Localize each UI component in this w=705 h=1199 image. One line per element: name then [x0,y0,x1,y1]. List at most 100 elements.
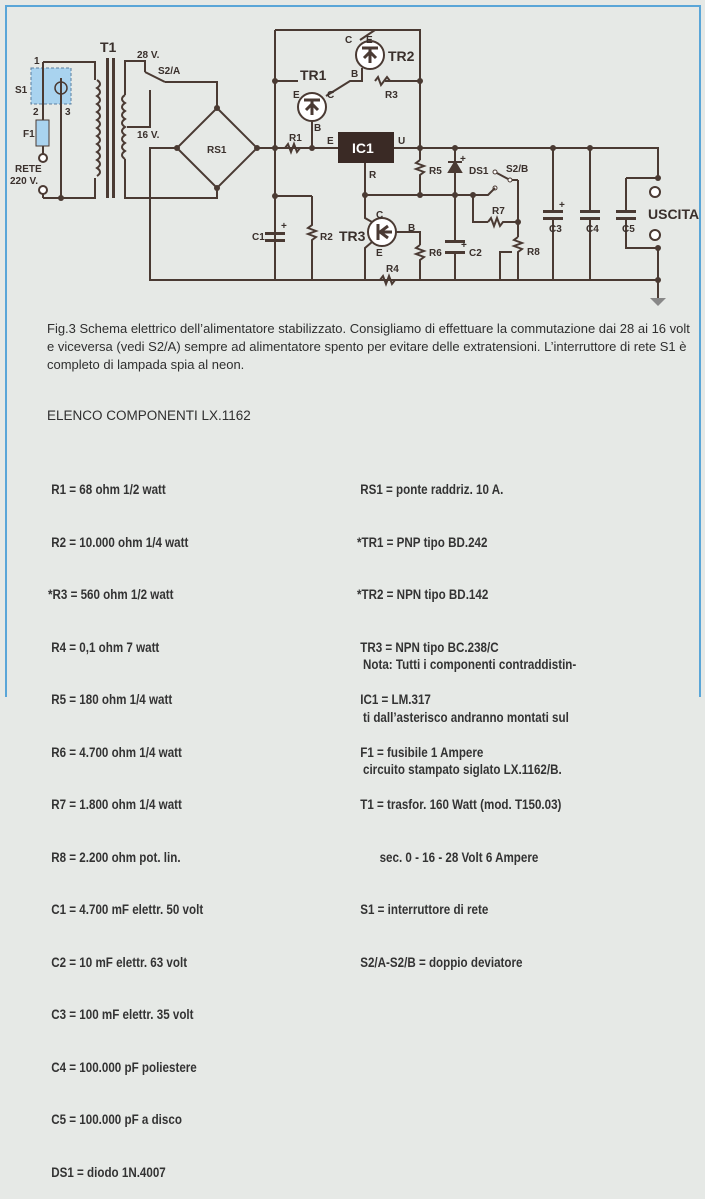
mains-terminal [38,185,48,195]
component-item: T1 = trasfor. 160 Watt (mod. T150.03) [357,797,562,812]
component-item: RS1 = ponte raddriz. 10 A. [357,482,504,497]
resistor-r7 [487,215,508,229]
resistor-r1 [284,141,301,155]
resistor-r6 [413,244,427,262]
label-uscita: USCITA [648,206,699,222]
component-item: R1 = 68 ohm 1/2 watt [48,482,166,497]
note: Nota: Tutti i componenti contraddistin- … [363,621,576,796]
label-c2: C2 [469,248,482,259]
ic1-block [338,132,394,163]
label-tr3-c: C [376,210,383,221]
label-s2b: S2/B [506,164,528,175]
component-item: C1 = 4.700 mF elettr. 50 volt [48,902,204,917]
label-tr2-b: B [351,69,358,80]
label-r4: R4 [386,264,399,275]
label-rete: RETE [15,164,42,175]
label-28v: 28 V. [137,50,160,61]
label-r3: R3 [385,90,398,101]
components-list-left: R1 = 68 ohm 1/2 watt R2 = 10.000 ohm 1/4… [48,446,203,1199]
label-tr1: TR1 [300,67,327,83]
note-line: circuito stampato siglato LX.1162/B. [363,762,562,777]
mains-terminal [38,153,48,163]
label-c3-plus: + [559,200,565,211]
component-item: *R3 = 560 ohm 1/2 watt [48,587,174,602]
label-rs1: RS1 [207,145,227,156]
fuse-f1 [35,119,50,147]
neon-lamp-icon [54,81,68,95]
resistor-r3 [374,74,391,88]
note-line: ti dall’asterisco andranno montati sul [363,709,569,725]
label-tr2: TR2 [388,48,415,64]
page-frame [5,5,701,697]
label-s2a: S2/A [158,66,180,77]
component-item: C4 = 100.000 pF poliestere [48,1059,197,1075]
component-item: S2/A-S2/B = doppio deviatore [357,954,523,970]
label-pin-r: R [369,170,377,181]
label-pin-u: U [398,136,405,147]
resistor-r4 [379,273,396,287]
label-r7: R7 [492,206,505,217]
ground-icon [650,298,666,306]
resistor-r5 [413,159,427,178]
component-item: S1 = interruttore di rete [357,902,489,917]
label-r6: R6 [429,248,442,259]
label-c3: C3 [549,224,562,235]
label-ds1: DS1 [469,166,489,177]
capacitor-c5 [616,210,636,220]
primary-coil [95,79,101,177]
component-item: R8 = 2.200 ohm pot. lin. [48,849,181,865]
circuit-schematic: T1 S1 1 2 3 F1 RETE 220 V. 28 V. 16 V. S… [10,29,699,306]
component-item: R5 = 180 ohm 1/4 watt [48,692,173,707]
component-item: R6 = 4.700 ohm 1/4 watt [48,744,182,760]
label-t1: T1 [100,39,117,55]
label-16v: 16 V. [137,130,160,141]
resistor-r2 [275,195,319,280]
label-c1-plus: + [281,221,287,232]
transformer-core [106,58,109,198]
label-ic1: IC1 [352,140,374,156]
negative-terminal-icon [649,229,661,241]
switch-s2b [494,171,511,181]
label-r5: R5 [429,166,442,177]
component-item: TR3 = NPN tipo BC.238/C [357,639,499,655]
label-tr3: TR3 [339,228,366,244]
label-pin-c: C [327,90,334,101]
component-item: C3 = 100 mF elettr. 35 volt [48,1007,194,1022]
label-c5: C5 [622,224,635,235]
label-s1: S1 [15,85,28,96]
potentiometer-r8 [511,236,525,255]
component-item: sec. 0 - 16 - 28 Volt 6 Ampere [357,849,539,865]
capacitor-c2 [445,240,465,254]
component-item: C2 = 10 mF elettr. 63 volt [48,954,188,970]
label-pin-e: E [293,90,300,101]
component-item: *TR2 = NPN tipo BD.142 [357,587,489,602]
label-tr3-b: B [408,223,415,234]
label-c1: C1 [252,232,265,243]
label-c2-plus: + [461,240,467,251]
component-item: R4 = 0,1 ohm 7 watt [48,639,160,655]
label-ic-e: E [327,136,334,147]
label-r2: R2 [320,232,333,243]
label-f1: F1 [23,129,35,140]
note-line: Nota: Tutti i componenti contraddistin- [363,657,577,672]
label-pin-b: B [314,123,321,134]
label-tr2-c: C [345,35,352,46]
label-ds1-plus: + [460,154,466,165]
positive-terminal-icon [649,186,661,198]
components-title: ELENCO COMPONENTI LX.1162 [47,408,251,423]
secondary-coil [121,94,127,160]
component-item: DS1 = diodo 1N.4007 [48,1164,166,1180]
label-rete-voltage: 220 V. [10,176,38,187]
label-c4: C4 [586,224,599,235]
component-item: *TR1 = PNP tipo BD.242 [357,534,488,550]
s1-switch-box [30,67,72,105]
component-item: R2 = 10.000 ohm 1/4 watt [48,534,189,550]
capacitor-c1 [265,196,285,280]
label-tr2-e: E [366,35,373,46]
label-r8: R8 [527,247,540,258]
label-r1: R1 [289,133,302,144]
label-tr3-e: E [376,248,383,259]
component-item: R7 = 1.800 ohm 1/4 watt [48,797,182,812]
component-item: C5 = 100.000 pF a disco [48,1112,182,1127]
capacitor-c3 [543,210,563,220]
